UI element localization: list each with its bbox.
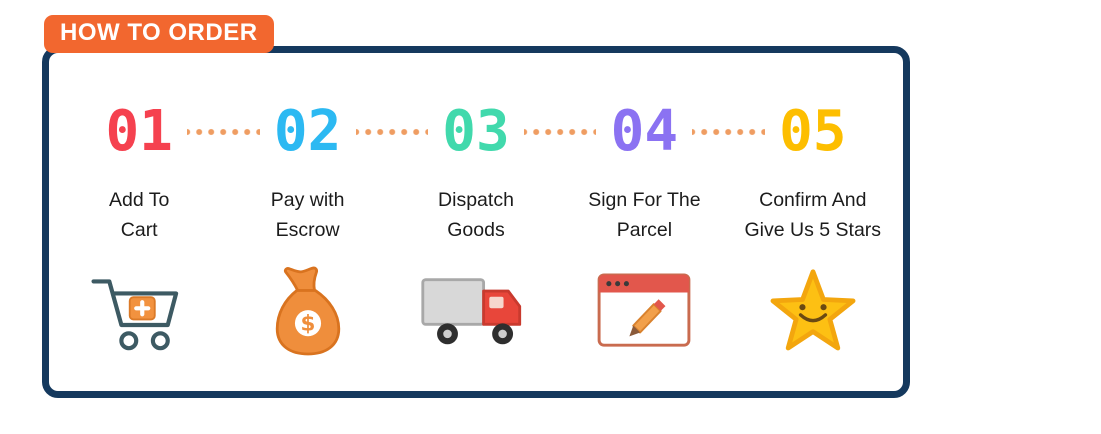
- svg-text:$: $: [300, 312, 315, 337]
- step-add-to-cart: 01 Add To Cart: [55, 99, 260, 363]
- step-sign-for-parcel: 04 Sign For The Parcel: [560, 99, 765, 363]
- dotted-connector: [355, 128, 428, 136]
- sign-window-icon: [595, 261, 693, 363]
- money-bag-icon: $: [266, 261, 350, 363]
- step-label: Sign For The Parcel: [588, 189, 701, 242]
- step-number-row: 03: [392, 99, 597, 164]
- steps-row: 01 Add To Cart: [49, 53, 903, 363]
- smiling-star-icon: [765, 261, 861, 363]
- step-dispatch-goods: 03 Dispatch Goods: [392, 99, 597, 363]
- step-number: 01: [105, 99, 173, 164]
- step-number-row: 01: [55, 99, 260, 164]
- step-number: 02: [273, 99, 342, 164]
- step-number: 03: [442, 99, 510, 164]
- dotted-connector: [187, 128, 260, 136]
- step-number-row: 04: [560, 99, 765, 164]
- step-label: Confirm And Give Us 5 Stars: [744, 189, 882, 242]
- dotted-connector: [523, 128, 597, 136]
- step-number: 05: [779, 99, 847, 164]
- cart-plus-icon: [88, 261, 190, 363]
- step-confirm-five-stars: 05 Confirm And Give Us 5 Stars: [729, 103, 897, 363]
- step-number: 04: [610, 99, 679, 164]
- step-label: Dispatch Goods: [438, 189, 514, 242]
- dotted-connector: [692, 128, 765, 136]
- step-label: Add To Cart: [109, 189, 170, 242]
- step-label: Pay with Escrow: [270, 189, 345, 242]
- step-number-row: 02: [223, 99, 428, 164]
- step-pay-with-escrow: 02 Pay with Escrow $: [223, 99, 428, 363]
- how-to-order-badge: HOW TO ORDER: [44, 15, 274, 53]
- truck-icon: [419, 261, 533, 363]
- step-number-row: 05: [729, 103, 897, 161]
- steps-panel: 01 Add To Cart: [42, 46, 910, 398]
